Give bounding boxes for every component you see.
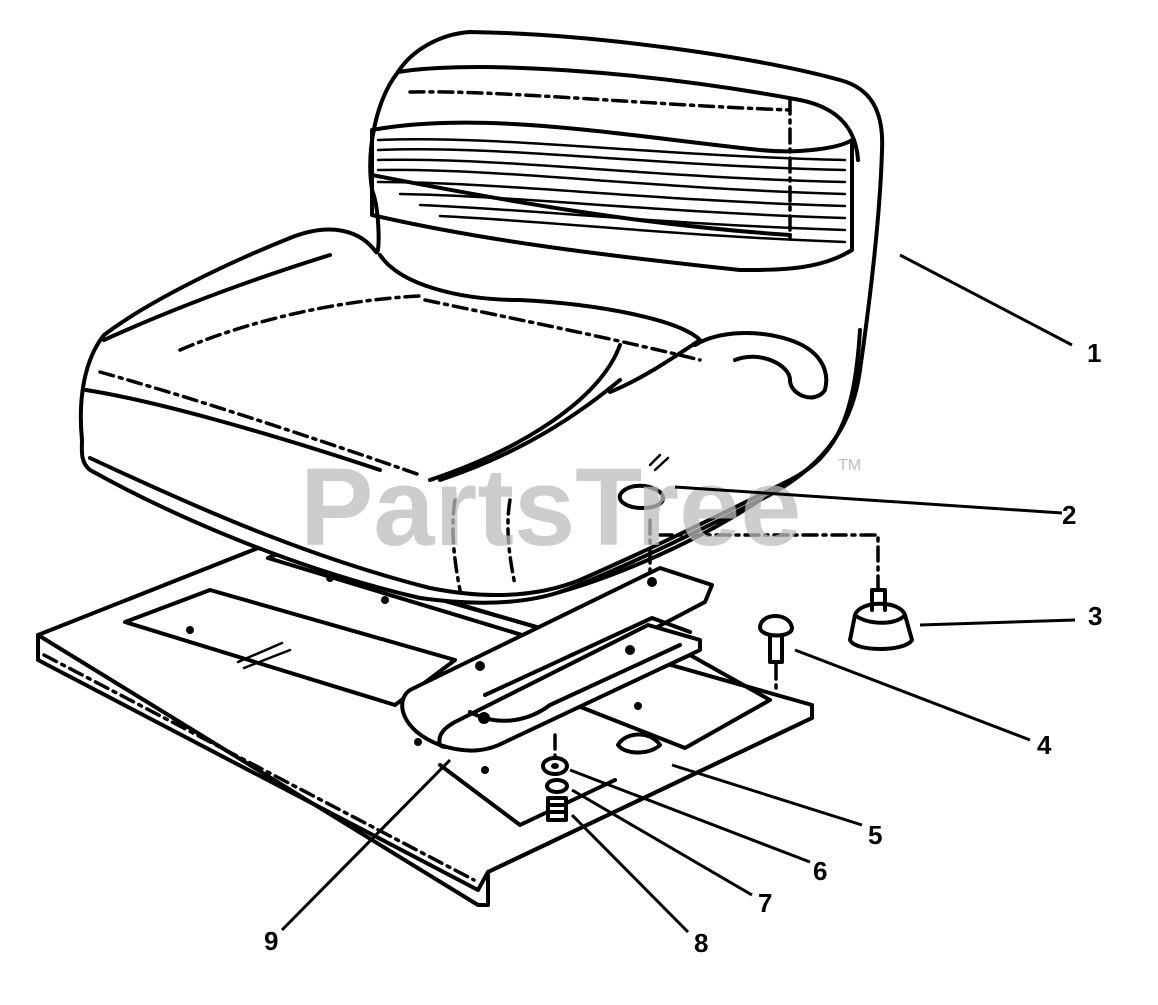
callout-2: 2	[1062, 500, 1076, 530]
seat-cushion	[78, 30, 885, 605]
backrest-ribs	[376, 137, 847, 244]
callout-4: 4	[1037, 730, 1052, 760]
trademark-mark: TM	[838, 457, 861, 474]
callout-8: 8	[694, 928, 708, 958]
watermark: PartsTree	[300, 446, 801, 569]
washer-stack	[541, 733, 569, 822]
callout-5: 5	[868, 820, 882, 850]
callout-6: 6	[813, 856, 827, 886]
callout-1: 1	[1087, 338, 1101, 368]
hinge-bracket	[400, 566, 714, 753]
callout-9: 9	[264, 926, 278, 956]
carriage-bolt	[758, 614, 794, 692]
mounting-slot	[616, 732, 662, 755]
callout-3: 3	[1088, 601, 1102, 631]
rubber-bumper	[658, 533, 914, 651]
callout-7: 7	[758, 888, 772, 918]
